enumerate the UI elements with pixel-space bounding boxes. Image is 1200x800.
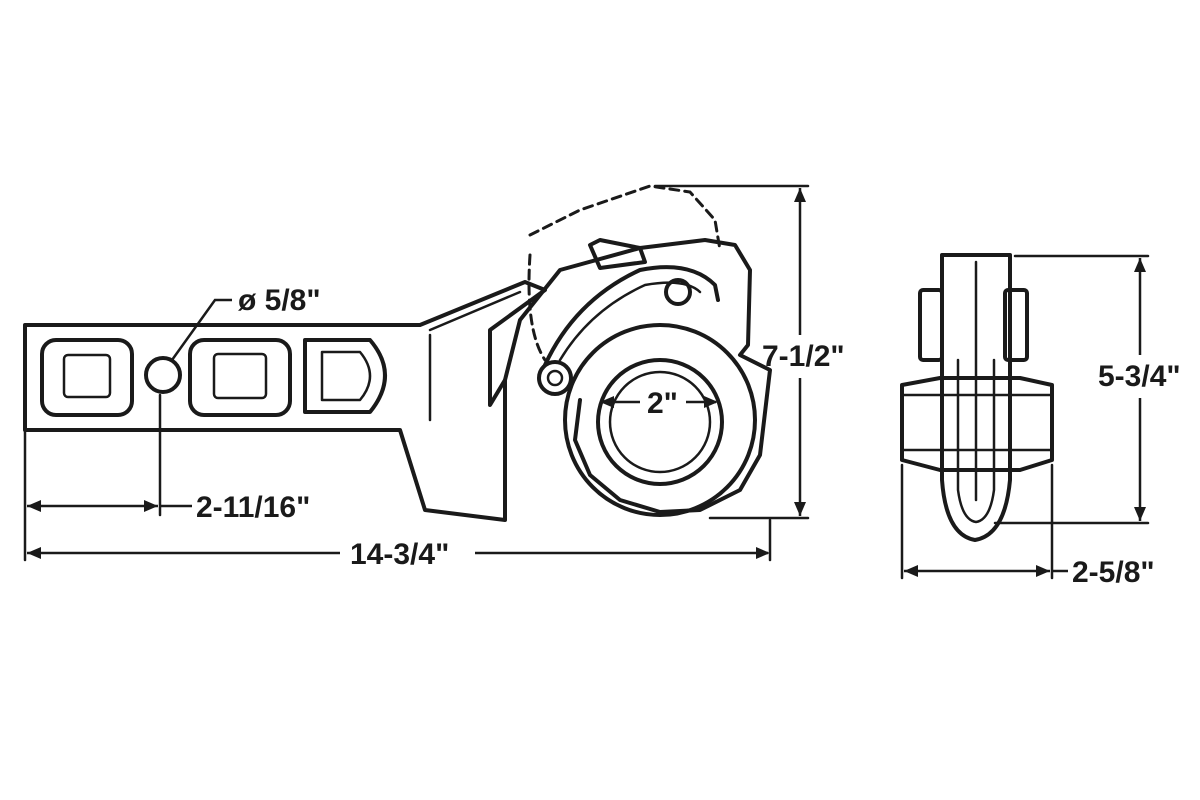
latch-arm bbox=[543, 265, 720, 367]
end-hook-profile bbox=[940, 253, 1012, 542]
latch-arm-inner bbox=[558, 281, 702, 362]
mounting-slot-2-inner bbox=[212, 352, 268, 400]
mounting-slot-3-inner bbox=[320, 350, 372, 402]
dimension-end-width: 2-5/8" bbox=[900, 463, 1155, 589]
hole-offset-label: 2-11/16" bbox=[196, 491, 310, 524]
mounting-slot-1 bbox=[40, 338, 134, 417]
hook-opening bbox=[596, 358, 724, 486]
latch-pivot-inner bbox=[546, 369, 564, 387]
mounting-slot-2 bbox=[188, 338, 292, 417]
end-view bbox=[900, 253, 1054, 542]
bar-inner-edge bbox=[428, 290, 522, 422]
overall-height-label: 7-1/2" bbox=[762, 340, 845, 373]
pin-hole bbox=[144, 356, 182, 394]
dimension-end-height: 5-3/4" bbox=[993, 254, 1181, 525]
end-width-label: 2-5/8" bbox=[1072, 556, 1155, 589]
dimension-overall-height: 7-1/2" bbox=[653, 184, 845, 520]
latch-lock bbox=[588, 238, 647, 270]
latch-open-outline bbox=[528, 184, 722, 252]
end-bolt-right bbox=[1003, 288, 1029, 362]
end-hook-inner bbox=[956, 358, 996, 524]
mounting-slot-3 bbox=[303, 338, 387, 414]
hook-inner-ring bbox=[608, 370, 712, 474]
end-bolt-left bbox=[918, 288, 944, 362]
latch-open-arc bbox=[527, 253, 547, 362]
hook-opening-label: 2" bbox=[647, 387, 678, 420]
dimension-hook-opening: 2" bbox=[600, 387, 718, 420]
hook-body bbox=[503, 238, 772, 514]
pin-hole-diameter-label: ø 5/8" bbox=[238, 284, 321, 317]
end-flange bbox=[900, 376, 1054, 472]
mounting-slot-1-inner bbox=[62, 353, 112, 399]
latch-pivot bbox=[537, 360, 573, 396]
mounting-bar bbox=[23, 280, 547, 522]
hook-ring bbox=[563, 323, 757, 517]
overall-length-label: 14-3/4" bbox=[350, 538, 449, 571]
latch-pin bbox=[664, 278, 692, 306]
end-height-label: 5-3/4" bbox=[1098, 360, 1181, 393]
dimension-overall-length: 14-3/4" bbox=[27, 518, 772, 571]
dimension-hole-offset: 2-11/16" bbox=[27, 491, 310, 524]
dimension-pin-hole: ø 5/8" bbox=[170, 284, 321, 361]
side-view bbox=[23, 184, 772, 562]
